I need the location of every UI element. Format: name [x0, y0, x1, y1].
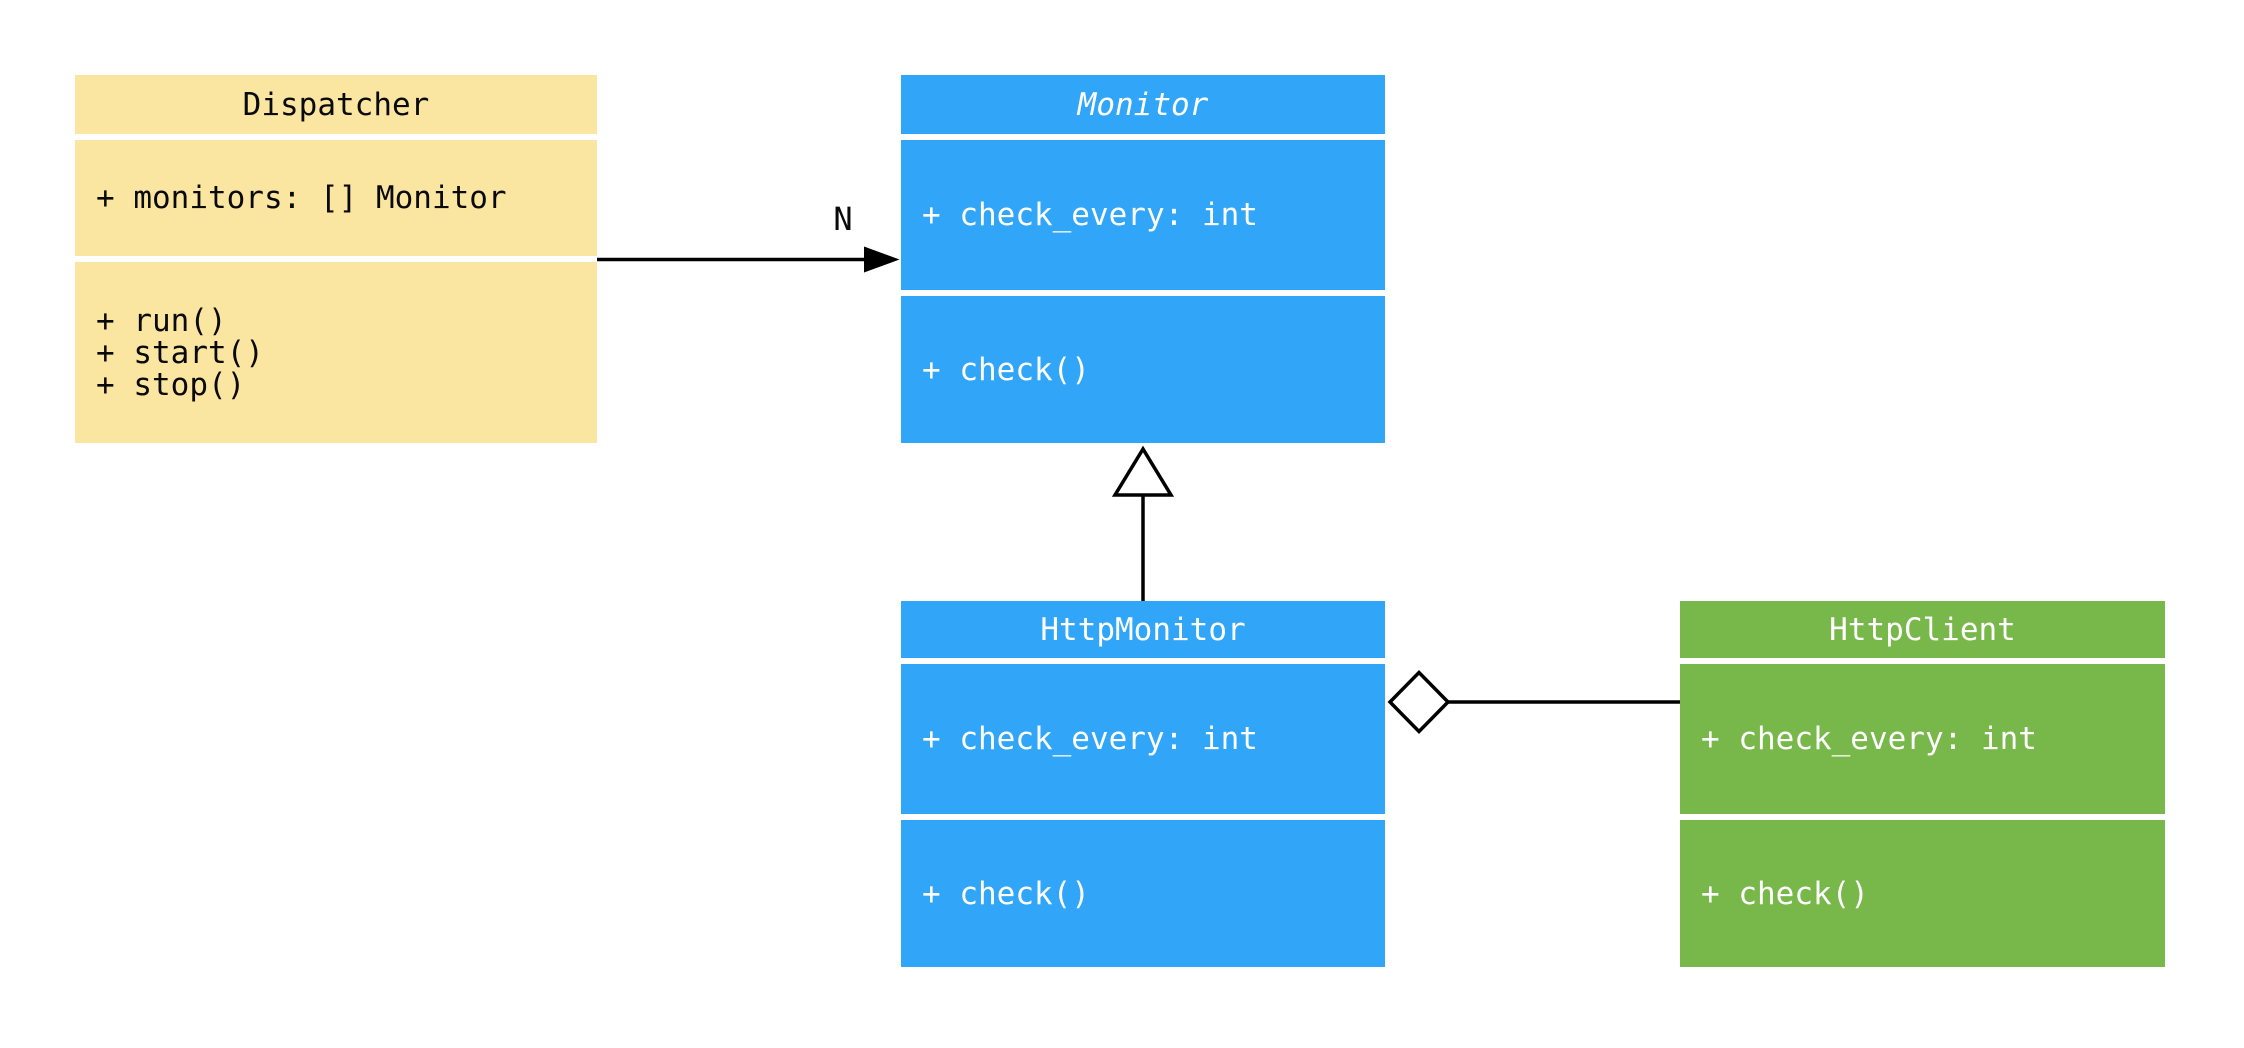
- class-title-monitor: Monitor: [901, 75, 1385, 134]
- class-title-dispatcher: Dispatcher: [75, 75, 597, 134]
- class-title-httpmonitor: HttpMonitor: [901, 601, 1385, 658]
- class-attributes-monitor: + check_every: int: [901, 140, 1385, 290]
- class-attributes-httpmonitor: + check_every: int: [901, 664, 1385, 814]
- method-line: + stop(): [96, 366, 246, 403]
- attribute-line: + check_every: int: [922, 721, 1258, 757]
- hollow-triangle-icon: [1111, 445, 1175, 497]
- class-attributes-dispatcher: + monitors: [] Monitor: [75, 140, 597, 256]
- multiplicity-label: N: [833, 200, 853, 238]
- method-line: + check(): [922, 875, 1090, 912]
- method-line: + run(): [96, 302, 227, 339]
- class-box-httpclient: HttpClient + check_every: int + check(): [1680, 601, 2165, 967]
- hollow-diamond-icon: [1387, 670, 1451, 734]
- method-line: + check(): [922, 351, 1090, 388]
- filled-arrowhead-icon: [864, 246, 900, 273]
- inheritance-arrow-httpmonitor-monitor: [1111, 445, 1175, 601]
- class-box-monitor: Monitor + check_every: int + check(): [901, 75, 1385, 443]
- class-box-httpmonitor: HttpMonitor + check_every: int + check(): [901, 601, 1385, 967]
- method-line: + check(): [1701, 875, 1869, 912]
- class-methods-httpclient: + check(): [1680, 820, 2165, 967]
- class-title-httpclient: HttpClient: [1680, 601, 2165, 658]
- attribute-line: + check_every: int: [1701, 721, 2037, 757]
- class-box-dispatcher: Dispatcher + monitors: [] Monitor + run(…: [75, 75, 597, 443]
- association-arrow-dispatcher-monitor: [597, 246, 900, 273]
- attribute-line: + monitors: [] Monitor: [96, 180, 507, 216]
- attribute-line: + check_every: int: [922, 197, 1258, 233]
- aggregation-connector-httpmonitor-httpclient: [1387, 670, 1680, 734]
- class-attributes-httpclient: + check_every: int: [1680, 664, 2165, 814]
- class-methods-httpmonitor: + check(): [901, 820, 1385, 967]
- class-methods-dispatcher: + run() + start() + stop(): [75, 262, 597, 443]
- class-methods-monitor: + check(): [901, 296, 1385, 443]
- method-line: + start(): [96, 334, 264, 371]
